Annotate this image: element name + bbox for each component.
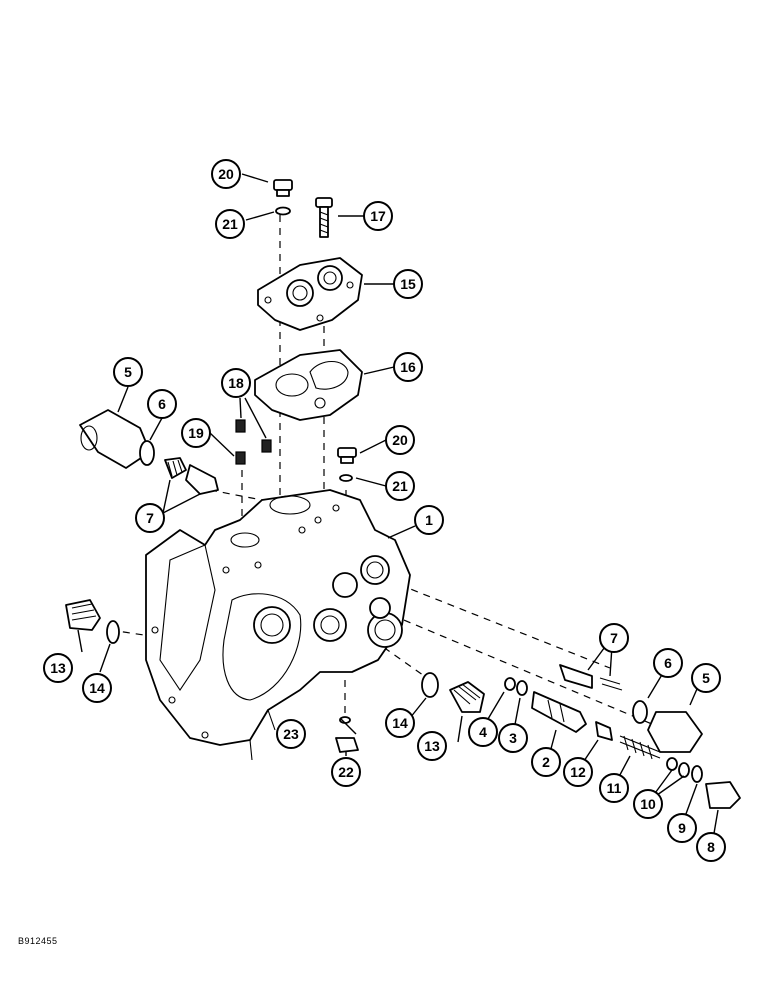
pump-housing [145, 489, 411, 761]
callout-7-left: 7 [135, 503, 165, 533]
callout-20-mid: 20 [385, 425, 415, 455]
svg-text:4: 4 [479, 724, 487, 740]
callout-11: 11 [599, 773, 629, 803]
svg-text:12: 12 [570, 764, 586, 780]
callout-7-right: 7 [599, 623, 629, 653]
svg-text:14: 14 [392, 715, 408, 731]
svg-text:1: 1 [425, 512, 433, 528]
svg-text:19: 19 [188, 425, 204, 441]
cover-plate [257, 257, 363, 331]
svg-text:15: 15 [400, 276, 416, 292]
callout-17: 17 [363, 201, 393, 231]
callout-3: 3 [498, 723, 528, 753]
callout-13-right: 13 [417, 731, 447, 761]
svg-text:22: 22 [338, 764, 354, 780]
callout-19: 19 [181, 418, 211, 448]
svg-text:17: 17 [370, 208, 386, 224]
callout-16: 16 [393, 352, 423, 382]
side-plug-and-seal [337, 447, 357, 482]
svg-text:20: 20 [392, 432, 408, 448]
svg-text:9: 9 [678, 820, 686, 836]
callout-14-right: 14 [385, 708, 415, 738]
set-screws [235, 419, 272, 465]
svg-text:7: 7 [610, 630, 618, 646]
svg-text:16: 16 [400, 359, 416, 375]
callout-21-top: 21 [215, 209, 245, 239]
svg-text:7: 7 [146, 510, 154, 526]
callout-2: 2 [531, 747, 561, 777]
callout-21-mid: 21 [385, 471, 415, 501]
callout-14-left: 14 [82, 673, 112, 703]
callout-18: 18 [221, 368, 251, 398]
svg-text:23: 23 [283, 726, 299, 742]
svg-text:20: 20 [218, 166, 234, 182]
svg-text:2: 2 [542, 754, 550, 770]
callout-23: 23 [276, 719, 306, 749]
svg-text:11: 11 [607, 780, 622, 796]
svg-text:6: 6 [664, 655, 672, 671]
svg-text:18: 18 [228, 375, 244, 391]
callout-22: 22 [331, 757, 361, 787]
svg-text:21: 21 [222, 216, 238, 232]
left-valve-assembly [79, 409, 219, 495]
right-valve-stack [421, 664, 741, 809]
left-plug-and-seal [65, 599, 120, 644]
bottom-plug-and-seal [335, 716, 359, 753]
gasket [254, 349, 363, 421]
callout-8: 8 [696, 832, 726, 862]
callout-20-top: 20 [211, 159, 241, 189]
callout-5-left: 5 [113, 357, 143, 387]
callout-6-left: 6 [147, 389, 177, 419]
callout-12: 12 [563, 757, 593, 787]
callout-9: 9 [667, 813, 697, 843]
callout-5-right: 5 [691, 663, 721, 693]
svg-text:5: 5 [702, 670, 710, 686]
svg-text:3: 3 [509, 730, 517, 746]
callout-1: 1 [414, 505, 444, 535]
callout-13-left: 13 [43, 653, 73, 683]
top-plug-and-seal [273, 179, 293, 216]
callout-15: 15 [393, 269, 423, 299]
svg-text:5: 5 [124, 364, 132, 380]
svg-text:6: 6 [158, 396, 166, 412]
svg-text:13: 13 [50, 660, 66, 676]
callout-6-right: 6 [653, 648, 683, 678]
svg-text:10: 10 [640, 796, 656, 812]
callout-labels: 20 21 17 15 16 18 19 5 6 7 20 21 1 13 14… [43, 159, 726, 862]
svg-text:14: 14 [89, 680, 105, 696]
callout-10: 10 [633, 789, 663, 819]
callout-4: 4 [468, 717, 498, 747]
svg-text:21: 21 [392, 478, 408, 494]
bolt [315, 197, 333, 238]
svg-text:8: 8 [707, 839, 715, 855]
svg-text:13: 13 [424, 738, 440, 754]
figure-id: B912455 [18, 936, 58, 946]
